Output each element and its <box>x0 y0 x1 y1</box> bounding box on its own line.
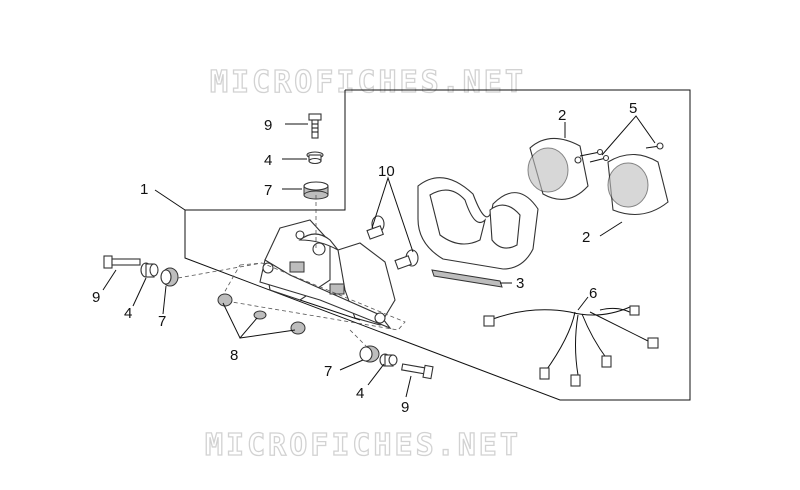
callout-2-right: 2 <box>582 229 590 246</box>
callout-10: 10 <box>378 163 395 180</box>
callout-9-top: 9 <box>264 117 272 134</box>
callout-4-left: 4 <box>124 305 132 322</box>
grommet-left <box>160 267 179 287</box>
callout-1: 1 <box>140 181 148 198</box>
screws <box>579 142 664 163</box>
wiring-harness <box>483 305 659 387</box>
watermark-bottom: MICROFICHES.NET <box>205 428 521 463</box>
bolt-top <box>308 113 322 139</box>
instrument-cover <box>417 177 539 270</box>
bulb-upper <box>366 215 385 240</box>
callout-9-bottom: 9 <box>401 399 409 416</box>
callout-7-bottom: 7 <box>324 363 332 380</box>
washer-bottom <box>379 353 398 367</box>
assembly-frame <box>184 89 691 401</box>
callout-6: 6 <box>589 285 597 302</box>
dash-bottom-stack <box>349 329 369 349</box>
callout-3: 3 <box>516 275 524 292</box>
callout-7-top: 7 <box>264 182 272 199</box>
callout-4-bottom: 4 <box>356 385 364 402</box>
bolt-left <box>103 255 141 269</box>
washer-top <box>306 151 324 165</box>
callout-7-left: 7 <box>158 313 166 330</box>
leader-lines <box>102 115 656 398</box>
callout-5: 5 <box>629 100 637 117</box>
callout-2-top: 2 <box>558 107 566 124</box>
gauge-right <box>607 153 669 216</box>
gauge-left <box>527 137 589 200</box>
dash-left-stack <box>177 262 263 279</box>
callout-9-left: 9 <box>92 289 100 306</box>
grommet-bottom <box>359 345 380 363</box>
bolt-bottom <box>401 363 434 380</box>
bulb-lower <box>394 249 419 270</box>
callout-4-top: 4 <box>264 152 272 169</box>
gasket-strip <box>431 269 503 288</box>
instrument-housing <box>259 219 396 330</box>
rubber-pads <box>217 293 306 335</box>
washer-left <box>140 262 159 278</box>
callout-8: 8 <box>230 347 238 364</box>
watermark-top: MICROFICHES.NET <box>210 65 526 100</box>
